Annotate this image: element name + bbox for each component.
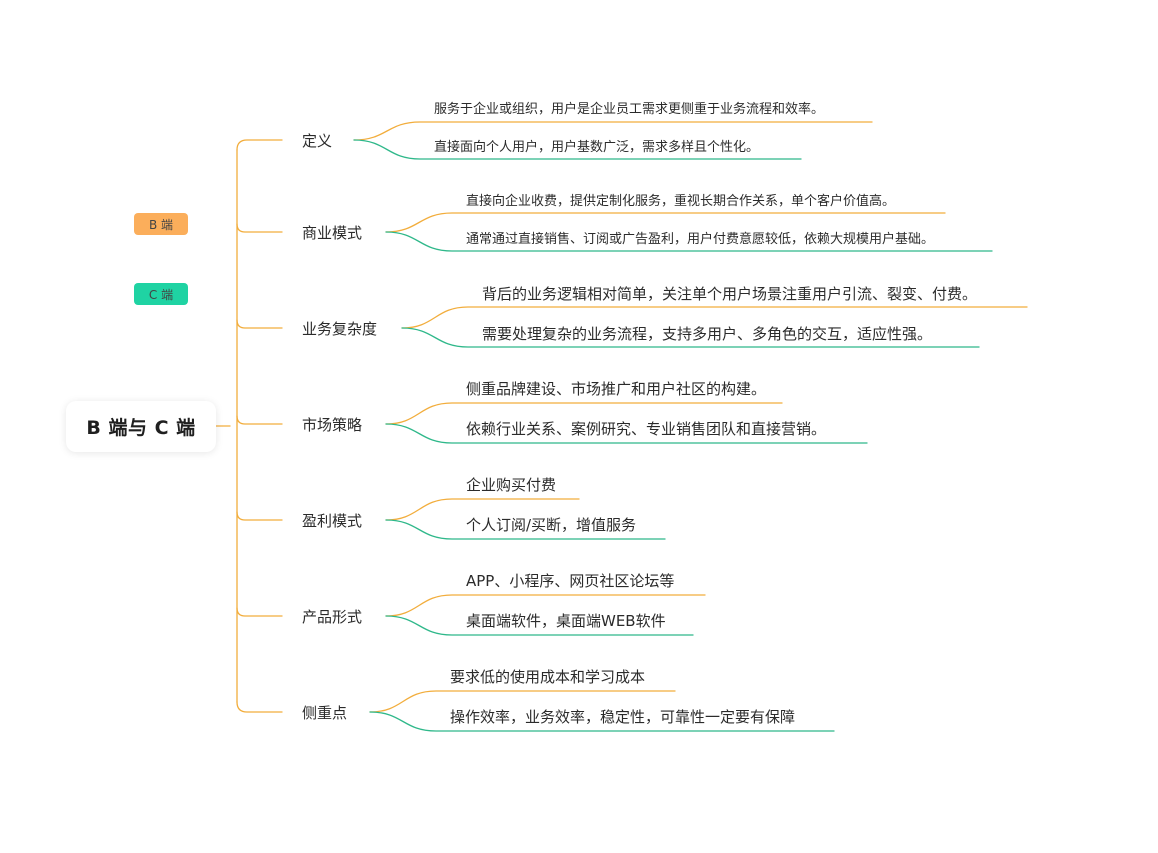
branch-profit-model[interactable]: 盈利模式 — [302, 512, 363, 530]
leaf-connector-b-6 — [369, 690, 676, 713]
legend-b-label: B 端 — [148, 217, 174, 232]
leaf-connector-c-3 — [385, 423, 868, 444]
leaf-connector-c-1 — [385, 231, 993, 252]
branch-business-model[interactable]: 商业模式 — [302, 224, 363, 242]
leaf-definition-c[interactable]: 直接面向个人用户，用户基数广泛，需求多样且个性化。 — [434, 140, 760, 155]
branch-complexity[interactable]: 业务复杂度 — [302, 320, 378, 338]
trunk-branch-1 — [236, 223, 283, 233]
leaf-business-model-b[interactable]: 直接向企业收费，提供定制化服务，重视长期合作关系，单个客户价值高。 — [466, 194, 896, 209]
leaf-connector-c-2 — [401, 327, 980, 348]
leaf-connector-b-3 — [385, 402, 783, 425]
leaf-definition-b[interactable]: 服务于企业或组织，用户是企业员工需求更侧重于业务流程和效率。 — [434, 102, 825, 117]
branch-product-form[interactable]: 产品形式 — [302, 608, 363, 626]
leaf-connector-b-2 — [401, 306, 1028, 329]
leaf-product-form-c[interactable]: 桌面端软件，桌面端WEB软件 — [466, 612, 666, 630]
leaf-product-form-b[interactable]: APP、小程序、网页社区论坛等 — [466, 572, 675, 590]
leaf-focus-c[interactable]: 操作效率，业务效率，稳定性，可靠性一定要有保障 — [450, 708, 796, 726]
leaf-profit-model-c[interactable]: 个人订阅/买断，增值服务 — [466, 516, 637, 534]
legend-b-badge: B 端 — [134, 213, 188, 235]
leaf-focus-b[interactable]: 要求低的使用成本和学习成本 — [450, 668, 646, 686]
leaf-complexity-b[interactable]: 背后的业务逻辑相对简单，关注单个用户场景注重用户引流、裂变、付费。 — [482, 285, 978, 303]
leaf-connector-c-4 — [385, 519, 666, 540]
branch-focus[interactable]: 侧重点 — [302, 704, 348, 722]
trunk-branch-4 — [236, 511, 283, 521]
branch-market-strategy[interactable]: 市场策略 — [302, 416, 363, 434]
leaf-profit-model-b[interactable]: 企业购买付费 — [466, 476, 557, 494]
legend-c-badge: C 端 — [134, 283, 188, 305]
trunk-bottom — [236, 701, 283, 713]
legend-c-label: C 端 — [148, 287, 174, 302]
trunk-branch-3 — [236, 415, 283, 425]
branch-definition[interactable]: 定义 — [302, 132, 333, 150]
leaf-connector-c-5 — [385, 615, 694, 636]
leaf-complexity-c[interactable]: 需要处理复杂的业务流程，支持多用户、多角色的交互，适应性强。 — [482, 325, 933, 343]
leaf-connector-c-6 — [369, 711, 835, 732]
leaf-market-strategy-c[interactable]: 依赖行业关系、案例研究、专业销售团队和直接营销。 — [466, 420, 827, 438]
leaf-connector-c-0 — [353, 139, 802, 160]
leaf-connector-b-1 — [385, 212, 946, 233]
leaf-market-strategy-b[interactable]: 侧重品牌建设、市场推广和用户社区的构建。 — [466, 380, 767, 398]
leaf-connector-b-4 — [385, 498, 580, 521]
trunk-branch-5 — [236, 607, 283, 617]
leaf-business-model-c[interactable]: 通常通过直接销售、订阅或广告盈利，用户付费意愿较低，依赖大规模用户基础。 — [466, 232, 935, 247]
trunk-branch-2 — [236, 319, 283, 329]
leaf-connector-b-5 — [385, 594, 706, 617]
trunk-top — [236, 139, 283, 151]
leaf-connector-b-0 — [353, 121, 873, 141]
root-node[interactable]: B 端与 C 端 — [66, 401, 216, 452]
